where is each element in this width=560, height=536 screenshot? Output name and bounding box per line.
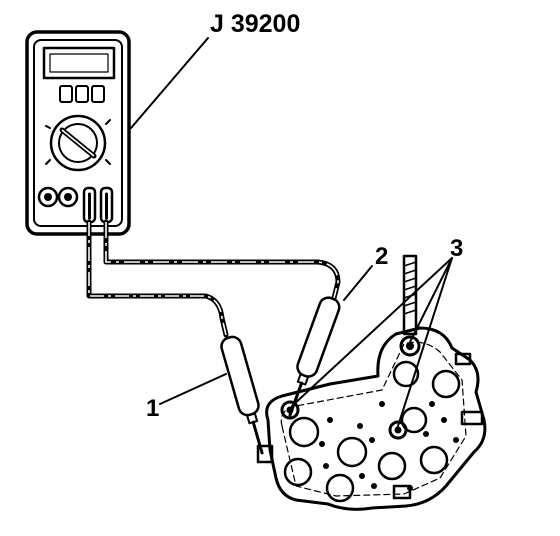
diode-discs: [283, 360, 461, 503]
meter-display: [42, 46, 116, 80]
threaded-stud: [402, 254, 418, 336]
rectifier-tabs: [256, 352, 484, 500]
callout-1: 1: [146, 395, 159, 422]
rectifier-bridge: [256, 254, 487, 511]
test-lead-wires: [86, 219, 341, 338]
terminal-studs: [280, 335, 421, 440]
rotary-dial: [45, 114, 111, 172]
test-probe-2: [288, 296, 341, 417]
meter-buttons: [59, 85, 105, 103]
callout-2: 2: [375, 243, 388, 270]
callout-leaders: [159, 257, 453, 427]
tool-label-leader: [130, 37, 209, 129]
callout-3: 3: [450, 235, 463, 262]
tool-number-label: J 39200: [210, 10, 300, 38]
meter-jacks: [37, 186, 114, 224]
digital-multimeter: [25, 30, 131, 236]
test-probe-1: [220, 335, 264, 455]
